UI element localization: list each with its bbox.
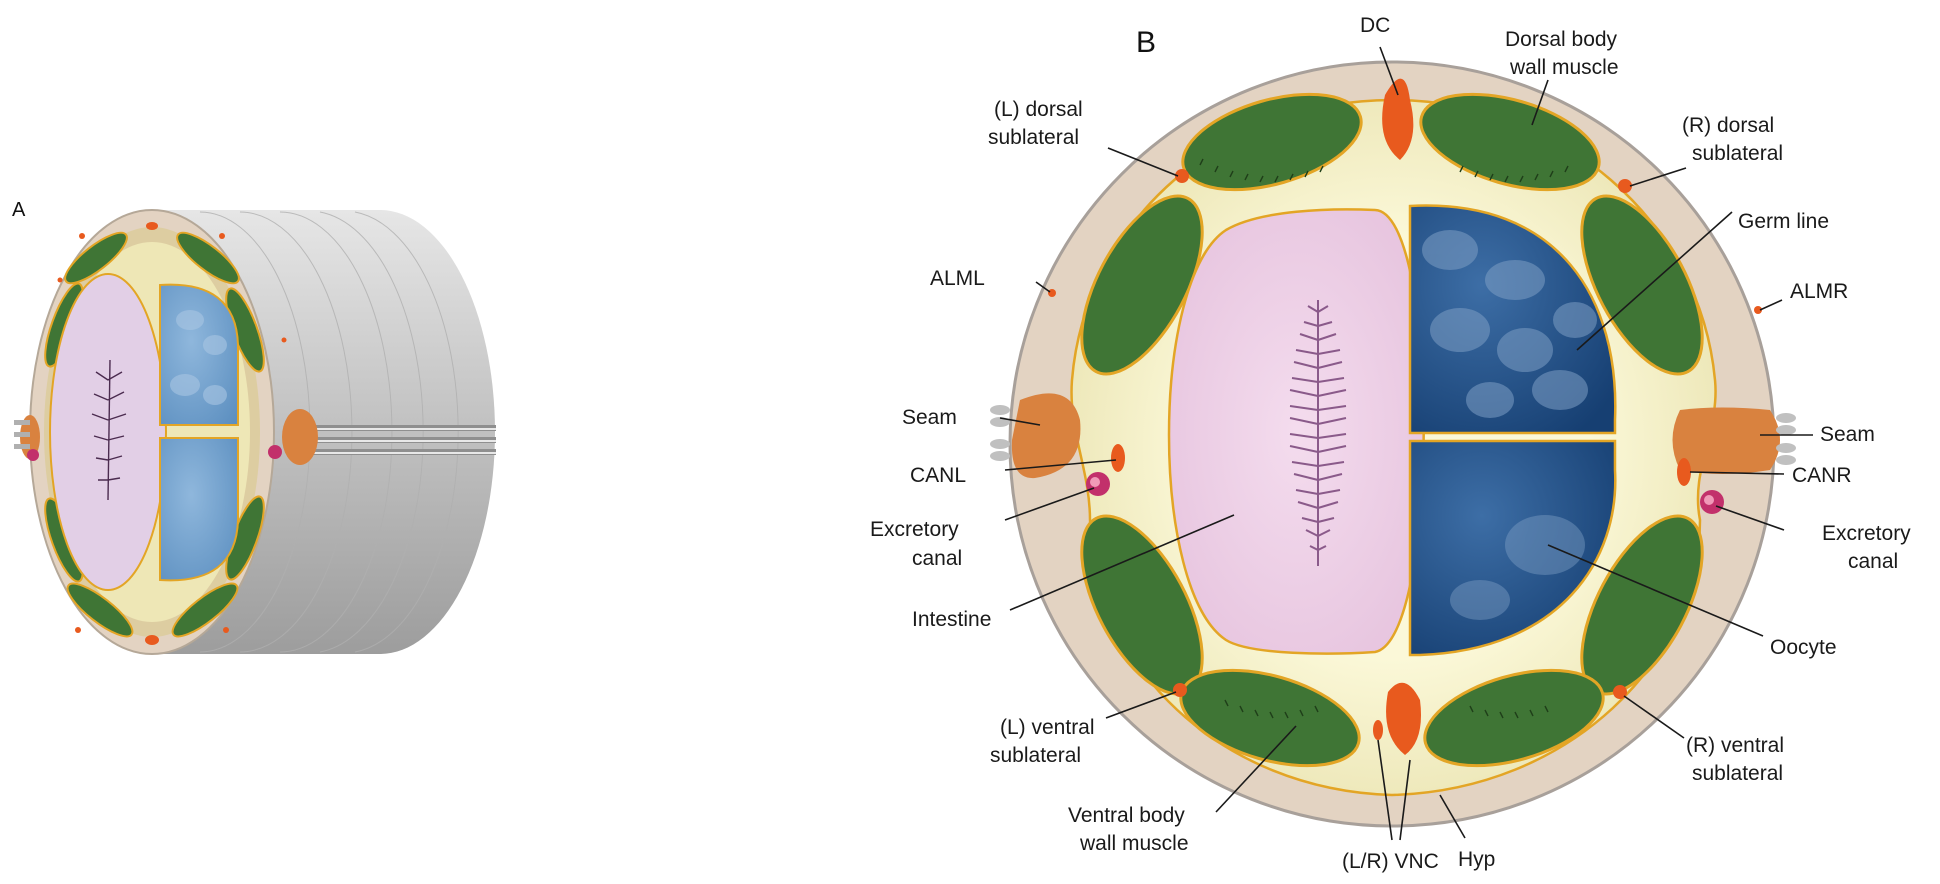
panel-a-germ-line	[160, 285, 238, 425]
label-dc: DC	[1360, 14, 1390, 37]
label-seam-right: Seam	[1820, 423, 1875, 446]
excretory-canal-right-highlight	[1704, 495, 1714, 505]
ventral-cord-left	[1373, 720, 1383, 740]
label-canl: CANL	[910, 464, 966, 487]
label-ventral-body-wall-muscle-1: Ventral body	[1068, 804, 1185, 827]
canl-cell	[1111, 444, 1125, 472]
label-r-ventral-sublateral-1: (R) ventral	[1686, 734, 1784, 757]
panel-a-letter: A	[12, 199, 26, 221]
label-excretory-canal-left-1: Excretory	[870, 518, 959, 541]
label-excretory-canal-right-2: canal	[1848, 550, 1898, 573]
panel-b-letter: B	[1136, 26, 1156, 59]
canr-cell	[1677, 458, 1691, 486]
l-ventral-sublateral-nerve	[1173, 683, 1187, 697]
r-dorsal-sublateral-nerve	[1618, 179, 1632, 193]
label-l-ventral-sublateral-1: (L) ventral	[1000, 716, 1095, 739]
alml-neuron	[1048, 289, 1056, 297]
label-r-ventral-sublateral-2: sublateral	[1692, 762, 1783, 785]
label-l-dorsal-sublateral-1: (L) dorsal	[994, 98, 1083, 121]
label-alml: ALML	[930, 267, 985, 290]
label-almr: ALMR	[1790, 280, 1848, 303]
label-germ-line: Germ line	[1738, 210, 1829, 233]
label-r-dorsal-sublateral-1: (R) dorsal	[1682, 114, 1774, 137]
panel-a-oocyte	[160, 438, 238, 580]
label-r-dorsal-sublateral-2: sublateral	[1692, 142, 1783, 165]
label-seam-left: Seam	[902, 406, 957, 429]
label-canr: CANR	[1792, 464, 1852, 487]
label-l-ventral-sublateral-2: sublateral	[990, 744, 1081, 767]
panel-a-seam-stubs	[14, 420, 30, 449]
panel-a-intestine	[50, 274, 166, 590]
cylinder-lateral-ridges	[300, 425, 496, 455]
label-excretory-canal-left-2: canal	[912, 547, 962, 570]
panel-a-seam-right	[282, 409, 318, 465]
label-intestine: Intestine	[912, 608, 991, 631]
panel-a: A	[12, 199, 496, 654]
intestine	[1169, 209, 1424, 653]
panel-a-excretory-canal-left	[27, 449, 39, 461]
label-l-dorsal-sublateral-2: sublateral	[988, 126, 1079, 149]
label-lr-vnc: (L/R) VNC	[1342, 850, 1439, 873]
excretory-canal-left-highlight	[1090, 477, 1100, 487]
label-hyp: Hyp	[1458, 848, 1495, 871]
label-oocyte: Oocyte	[1770, 636, 1837, 659]
label-excretory-canal-right-1: Excretory	[1822, 522, 1911, 545]
label-dorsal-body-wall-muscle-1: Dorsal body	[1505, 28, 1618, 51]
label-ventral-body-wall-muscle-2: wall muscle	[1079, 832, 1189, 855]
label-dorsal-body-wall-muscle-2: wall muscle	[1509, 56, 1619, 79]
panel-b: B	[870, 14, 1911, 873]
panel-a-excretory-canal	[268, 445, 282, 459]
